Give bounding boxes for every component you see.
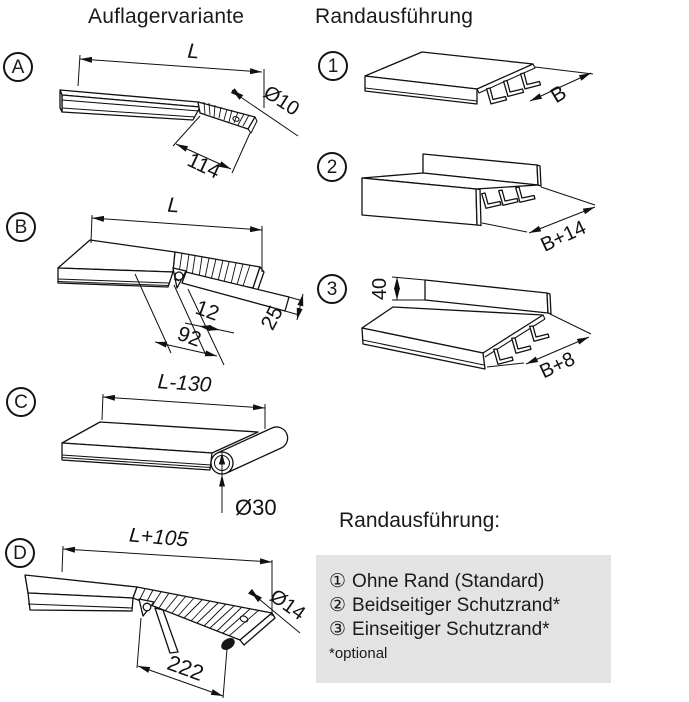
edge-3-web [529,325,550,342]
variant-d-dim-222: 222 [136,617,228,699]
variant-a-hole [232,116,240,122]
variant-b-dim-L: L [90,195,263,272]
legend-item-1-text: Ohne Rand (Standard) [352,571,545,592]
variant-c-dim-diameter: Ø30 [219,452,277,520]
svg-text:L: L [167,195,180,217]
variant-d-hole [239,615,249,623]
edge-2-web [481,192,502,209]
svg-text:L+105: L+105 [128,528,189,552]
edge-3-dim-40: 40 [369,276,426,301]
edge-3-badge: 3 [317,274,347,304]
variant-a-drawing: L Ø10 114 [59,40,303,184]
variant-d-dim-L105: L+105 [61,528,273,616]
edge-2-drawing: B+14 [361,153,596,257]
legend-item-2-number: ② [329,595,347,616]
variant-d-drawing: L+105 Ø14 222 [24,528,309,699]
variant-d-leg [154,607,179,654]
variant-d-roller-wheel [221,638,235,650]
svg-text:B: B [547,81,571,108]
edge-2-web [515,186,536,203]
svg-text:Ø30: Ø30 [235,495,277,520]
svg-text:12: 12 [192,296,222,326]
legend-heading: Randausführung: [339,509,501,532]
variant-b-badge: B [6,212,36,242]
variant-b-drawing: L 12 92 25 [57,195,304,366]
variant-d-body [24,574,276,654]
svg-text:40: 40 [369,278,391,300]
edge-3-web [493,348,514,365]
variant-a-body [59,89,258,134]
edge-1-body [364,51,542,105]
svg-text:B+8: B+8 [536,348,578,383]
svg-text:L-130: L-130 [157,370,213,397]
variant-b-body [57,239,290,312]
edge-1-web [502,79,525,98]
svg-text:B+14: B+14 [537,217,589,257]
edge-1-badge: 1 [318,51,348,81]
edge-3-drawing: 40 B+8 [361,276,592,383]
edge-3-web [511,337,532,354]
edge-3-rear-wall [424,279,549,314]
edge-2-body [361,153,542,227]
edge-3-body [361,279,552,370]
variant-c-dim-L130: L-130 [101,370,266,429]
edge-1-dim-B: B [529,66,594,108]
edge-2-web [498,189,519,206]
column-title-randausfuehrung: Randausführung [315,5,474,28]
legend-item-3-number: ③ [329,619,347,640]
legend-item-3-text: Einseitiger Schutzrand* [352,619,550,640]
svg-text:L: L [187,40,200,64]
edge-1-web [485,87,508,105]
variant-a-ramp-flap [197,101,256,130]
edge-2-badge: 2 [317,152,347,182]
edge-1-drawing: B [364,51,594,108]
variant-c-badge: C [6,387,36,417]
legend-item-2-text: Beidseitiger Schutzrand* [352,595,561,616]
variant-a-badge: A [3,52,33,82]
edge-1-web [519,72,542,90]
variant-c-drawing: L-130 Ø30 [61,370,289,520]
legend-item-1-number: ① [329,571,347,592]
legend-footnote: *optional [329,645,388,662]
svg-text:114: 114 [184,149,224,184]
edge-2-dim-B14: B+14 [481,186,596,257]
svg-text:222: 222 [164,650,207,686]
variant-c-body [61,421,289,475]
variant-d-badge: D [5,538,35,568]
column-title-auflagervariante: Auflagervariante [88,5,245,28]
variant-a-dim-L: L [77,40,265,108]
